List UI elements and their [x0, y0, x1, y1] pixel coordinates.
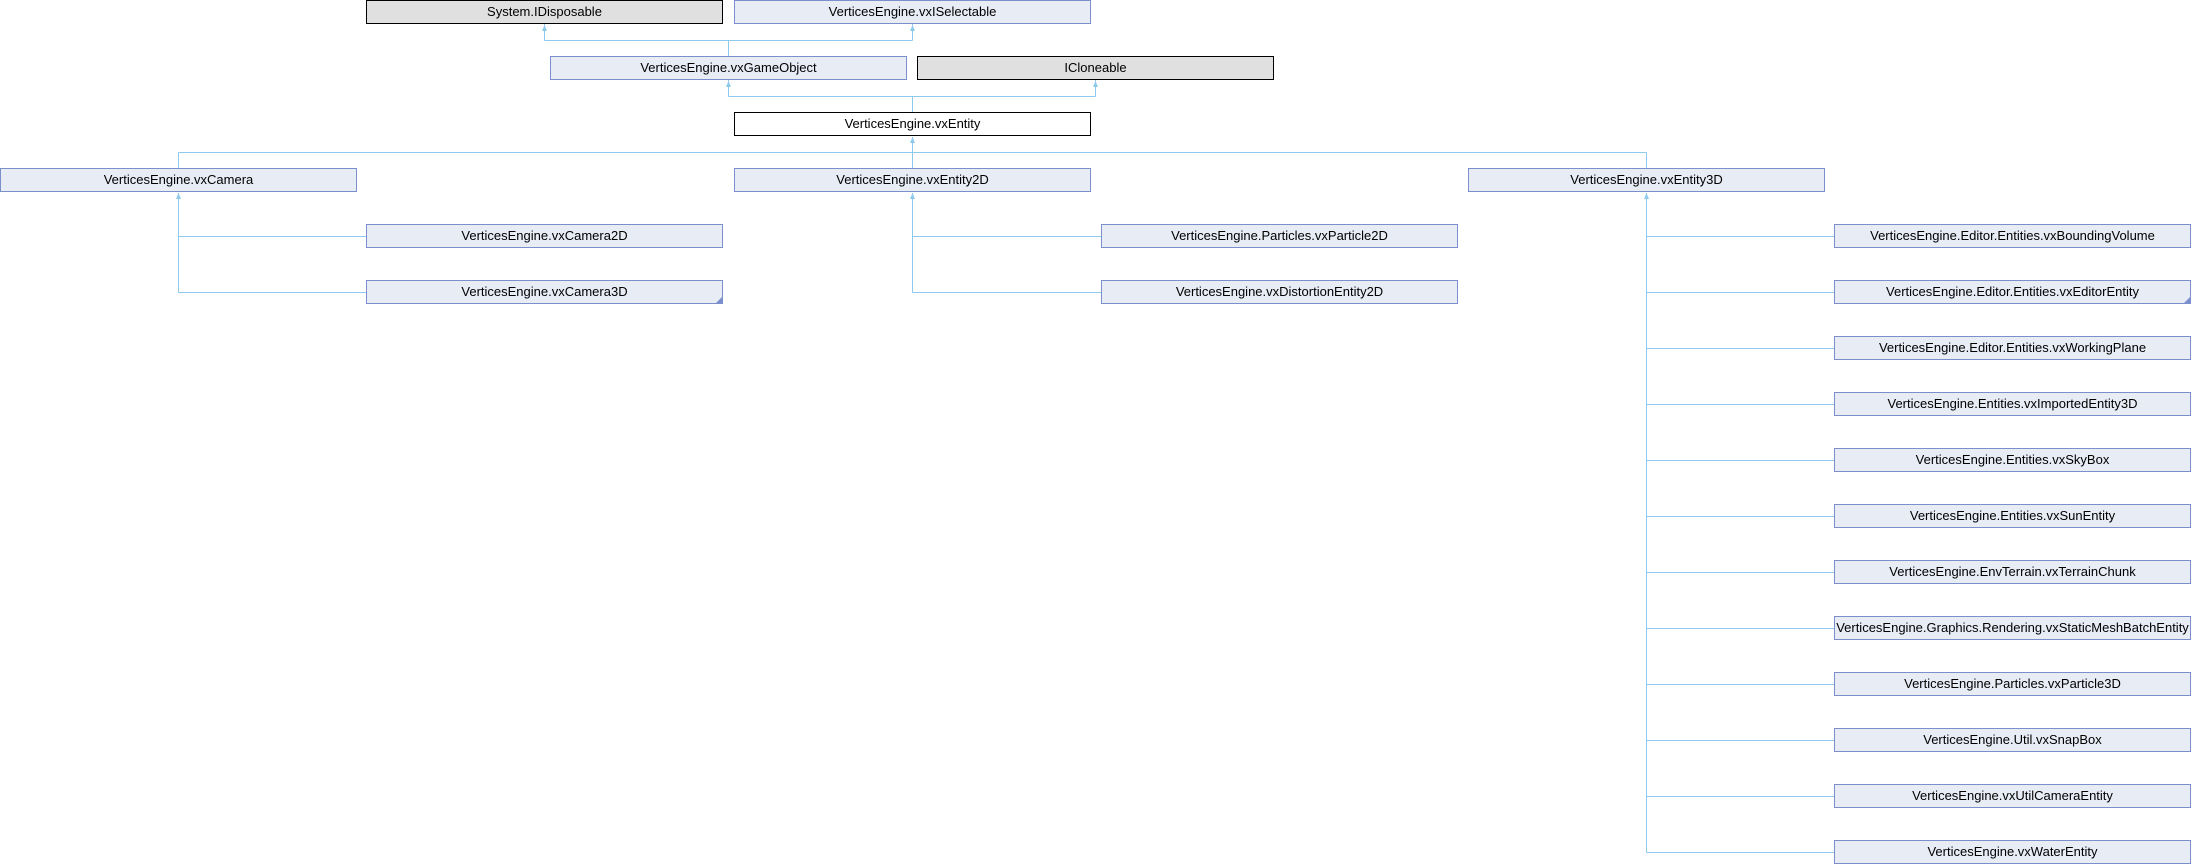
node-label: VerticesEngine.vxWaterEntity — [1927, 844, 2098, 859]
node-vxentity2d[interactable]: VerticesEngine.vxEntity2D — [734, 168, 1091, 192]
node-entity3d-child[interactable]: VerticesEngine.Entities.vxSkyBox — [1834, 448, 2191, 472]
node-entity3d-child[interactable]: VerticesEngine.Editor.Entities.vxWorking… — [1834, 336, 2191, 360]
node-label: VerticesEngine.EnvTerrain.vxTerrainChunk — [1889, 564, 2136, 579]
inheritance-arrow-icon — [176, 193, 181, 199]
has-children-marker-icon — [2184, 297, 2190, 303]
node-entity3d-child[interactable]: VerticesEngine.Particles.vxParticle3D — [1834, 672, 2191, 696]
node-vxcamera3d[interactable]: VerticesEngine.vxCamera3D — [366, 280, 723, 304]
node-icloneable: ICloneable — [917, 56, 1274, 80]
node-label: VerticesEngine.Editor.Entities.vxEditorE… — [1886, 284, 2139, 299]
node-vxentity-current: VerticesEngine.vxEntity — [734, 112, 1091, 136]
node-vxdistortionentity2d[interactable]: VerticesEngine.vxDistortionEntity2D — [1101, 280, 1458, 304]
node-entity3d-child[interactable]: VerticesEngine.Util.vxSnapBox — [1834, 728, 2191, 752]
node-label: VerticesEngine.Editor.Entities.vxBoundin… — [1870, 228, 2155, 243]
node-entity3d-child[interactable]: VerticesEngine.vxUtilCameraEntity — [1834, 784, 2191, 808]
node-label: VerticesEngine.Editor.Entities.vxWorking… — [1878, 340, 2147, 355]
node-label: VerticesEngine.Graphics.Rendering.vxStat… — [1836, 620, 2189, 635]
node-entity3d-child[interactable]: VerticesEngine.Entities.vxSunEntity — [1834, 504, 2191, 528]
inheritance-arrow-icon — [910, 25, 915, 31]
node-system-idisposable: System.IDisposable — [366, 0, 723, 24]
node-entity3d-child[interactable]: VerticesEngine.EnvTerrain.vxTerrainChunk — [1834, 560, 2191, 584]
node-entity3d-child[interactable]: VerticesEngine.vxWaterEntity — [1834, 840, 2191, 864]
node-entity3d-child[interactable]: VerticesEngine.Editor.Entities.vxBoundin… — [1834, 224, 2191, 248]
node-label: VerticesEngine.Entities.vxSkyBox — [1915, 452, 2110, 467]
node-vxentity3d[interactable]: VerticesEngine.vxEntity3D — [1468, 168, 1825, 192]
inheritance-arrow-icon — [726, 81, 731, 87]
node-label: VerticesEngine.Util.vxSnapBox — [1923, 732, 2102, 747]
node-label: VerticesEngine.Entities.vxSunEntity — [1909, 508, 2116, 523]
node-label: VerticesEngine.vxCamera3D — [461, 284, 628, 299]
node-vxparticle2d[interactable]: VerticesEngine.Particles.vxParticle2D — [1101, 224, 1458, 248]
inheritance-arrow-icon — [542, 25, 547, 31]
node-entity3d-child[interactable]: VerticesEngine.Graphics.Rendering.vxStat… — [1834, 616, 2191, 640]
node-vxcamera[interactable]: VerticesEngine.vxCamera — [0, 168, 357, 192]
node-vxcamera2d[interactable]: VerticesEngine.vxCamera2D — [366, 224, 723, 248]
node-entity3d-child[interactable]: VerticesEngine.Editor.Entities.vxEditorE… — [1834, 280, 2191, 304]
node-label: VerticesEngine.Entities.vxImportedEntity… — [1887, 396, 2138, 411]
node-label: VerticesEngine.vxUtilCameraEntity — [1912, 788, 2113, 803]
node-entity3d-child[interactable]: VerticesEngine.Entities.vxImportedEntity… — [1834, 392, 2191, 416]
inheritance-arrow-icon — [910, 193, 915, 199]
inheritance-arrow-icon — [1644, 193, 1649, 199]
has-children-marker-icon — [716, 297, 722, 303]
node-vxgameobject[interactable]: VerticesEngine.vxGameObject — [550, 56, 907, 80]
inheritance-arrow-icon — [1093, 81, 1098, 87]
node-vxiselectable[interactable]: VerticesEngine.vxISelectable — [734, 0, 1091, 24]
inheritance-arrow-icon — [910, 137, 915, 143]
node-label: VerticesEngine.Particles.vxParticle3D — [1904, 676, 2121, 691]
